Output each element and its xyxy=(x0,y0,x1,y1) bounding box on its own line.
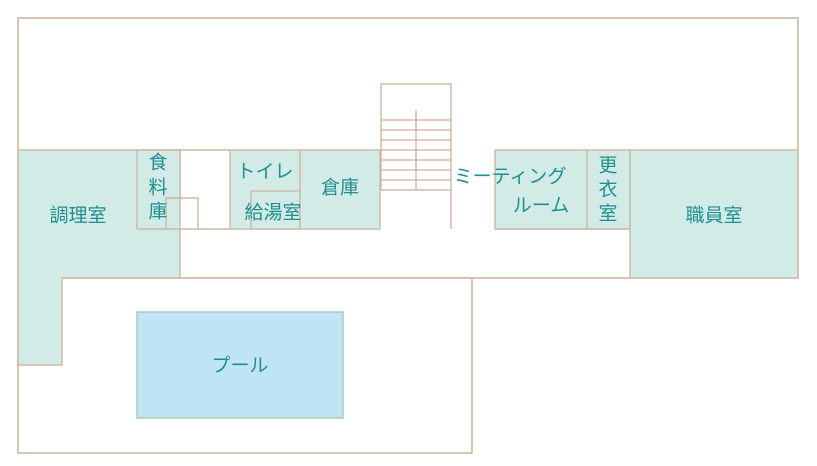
label-changing-2: 衣 xyxy=(598,179,617,201)
label-food-storage-3: 庫 xyxy=(148,201,167,223)
pool[interactable] xyxy=(136,311,344,419)
label-warehouse: 倉庫 xyxy=(321,177,359,199)
label-food-storage-2: 料 xyxy=(148,177,167,199)
stair-treads xyxy=(381,110,452,229)
label-meeting-line1: ミーティング xyxy=(454,166,567,188)
label-food-storage-1: 食 xyxy=(148,152,167,174)
label-pool: プール xyxy=(211,355,268,377)
room-meeting[interactable] xyxy=(494,149,588,230)
label-staff-room: 職員室 xyxy=(685,205,742,227)
corridor-walls xyxy=(180,149,630,230)
corridor-notch xyxy=(166,197,199,230)
label-kitchen: 調理室 xyxy=(49,205,106,227)
label-changing-3: 室 xyxy=(598,203,617,225)
label-changing-1: 更 xyxy=(598,155,617,177)
room-toilet[interactable] xyxy=(229,149,301,230)
label-toilet: トイレ xyxy=(236,161,293,183)
room-warehouse[interactable] xyxy=(299,149,381,230)
label-kettle-room: 給湯室 xyxy=(244,202,301,224)
room-staff[interactable] xyxy=(629,149,799,279)
label-meeting-line2: ルーム xyxy=(513,195,569,217)
